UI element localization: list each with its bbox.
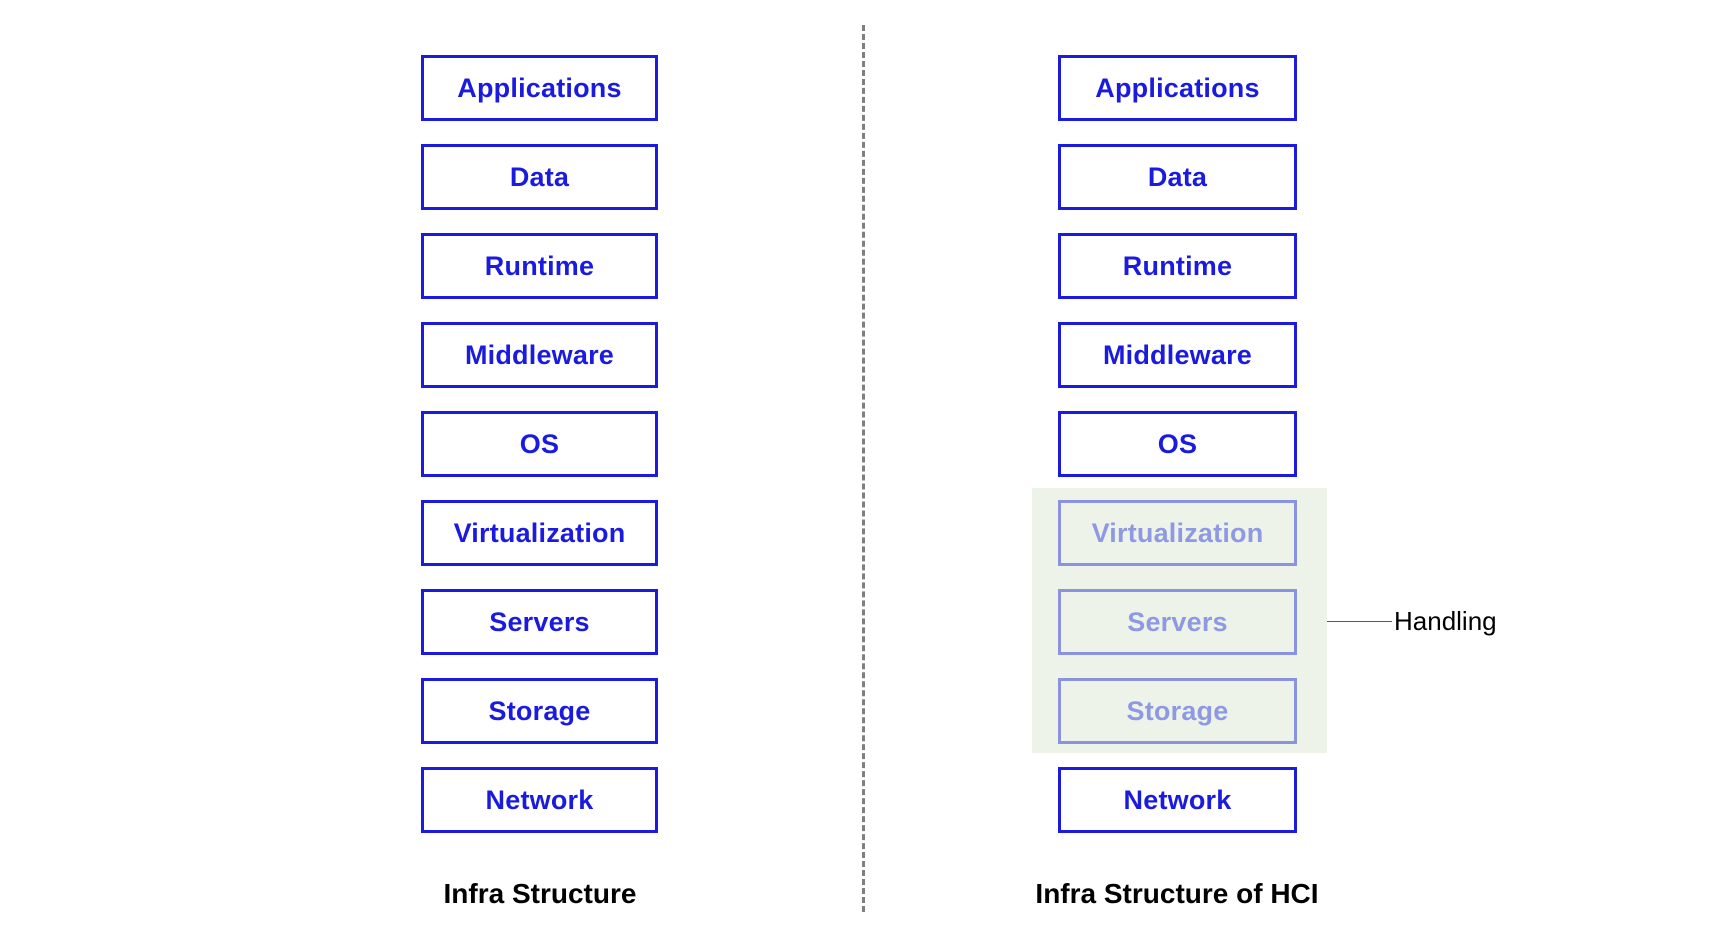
layer-box-data-right: Data: [1058, 144, 1297, 210]
layer-box-os-left: OS: [421, 411, 658, 477]
right-column-title: Infra Structure of HCI: [1035, 878, 1319, 909]
layer-box-applications-right: Applications: [1058, 55, 1297, 121]
layer-box-runtime-left: Runtime: [421, 233, 658, 299]
layer-box-network-left: Network: [421, 767, 658, 833]
infra-stack-left: Applications Data Runtime Middleware OS …: [421, 55, 658, 833]
layer-box-network-right: Network: [1058, 767, 1297, 833]
layer-box-storage-right-faded: Storage: [1058, 678, 1297, 744]
layer-box-servers-left: Servers: [421, 589, 658, 655]
infra-stack-right: Applications Data Runtime Middleware OS …: [1058, 55, 1297, 833]
layer-box-os-right: OS: [1058, 411, 1297, 477]
handling-connector-line: [1327, 621, 1392, 622]
handling-label: Handling: [1394, 606, 1497, 636]
layer-box-virtualization-left: Virtualization: [421, 500, 658, 566]
left-column-title: Infra Structure: [443, 878, 637, 909]
layer-box-middleware-right: Middleware: [1058, 322, 1297, 388]
layer-box-servers-right-faded: Servers: [1058, 589, 1297, 655]
layer-box-data-left: Data: [421, 144, 658, 210]
hci-highlight-region: [1032, 488, 1327, 753]
layer-box-virtualization-right-faded: Virtualization: [1058, 500, 1297, 566]
layer-box-storage-left: Storage: [421, 678, 658, 744]
dashed-divider-line: [862, 25, 865, 912]
layer-box-applications-left: Applications: [421, 55, 658, 121]
layer-box-middleware-left: Middleware: [421, 322, 658, 388]
layer-box-runtime-right: Runtime: [1058, 233, 1297, 299]
